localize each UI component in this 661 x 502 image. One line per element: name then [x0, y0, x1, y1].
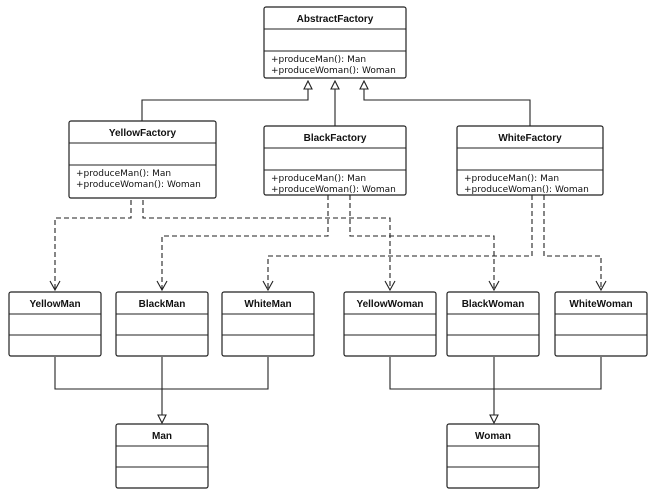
class-black-woman[interactable]: BlackWoman — [446, 291, 540, 357]
method-0: +produceMan(): Man — [464, 174, 559, 184]
inheritance-edges-factories — [141, 82, 531, 126]
method-0: +produceMan(): Man — [271, 174, 366, 184]
class-box — [263, 6, 407, 79]
class-box — [446, 423, 540, 489]
class-black-man[interactable]: BlackMan — [115, 291, 209, 357]
class-box — [221, 291, 315, 357]
class-name: BlackFactory — [304, 133, 367, 144]
class-name: Man — [152, 431, 172, 442]
class-yellow-man[interactable]: YellowMan — [8, 291, 102, 357]
class-box — [68, 120, 217, 199]
class-box — [115, 423, 209, 489]
edge-blackfactory-blackman — [156, 195, 329, 292]
class-white-factory[interactable]: WhiteFactory +produceMan(): Man+produceWo… — [456, 125, 604, 196]
class-box — [115, 291, 209, 357]
class-box — [8, 291, 102, 357]
edge-yellowfactory-abstractfactory — [141, 82, 308, 121]
edge-whitefactory-whiteman — [262, 195, 533, 292]
class-name: YellowWoman — [356, 299, 423, 310]
class-box — [456, 125, 604, 196]
class-boxes: AbstractFactory+produceMan(): Man+produc… — [8, 6, 648, 489]
method-1: +produceWoman(): Woman — [76, 180, 201, 190]
class-box — [263, 125, 407, 196]
class-name: YellowMan — [29, 299, 80, 310]
class-abstract-factory[interactable]: AbstractFactory +produceMan(): Man+produc… — [263, 6, 407, 79]
class-box — [343, 291, 437, 357]
edge-yellowman-man — [54, 357, 162, 390]
method-1: +produceWoman(): Woman — [271, 185, 396, 195]
class-black-factory[interactable]: BlackFactory +produceMan(): Man+produceWo… — [263, 125, 407, 196]
class-woman[interactable]: Woman — [446, 423, 540, 489]
edge-whitefactory-whitewoman — [543, 195, 607, 292]
method-0: +produceMan(): Man — [271, 55, 366, 65]
dependency-edges — [49, 195, 607, 292]
method-1: +produceWoman(): Woman — [464, 185, 589, 195]
method-0: +produceMan(): Man — [76, 169, 171, 179]
class-name: WhiteWoman — [569, 299, 632, 310]
class-box — [554, 291, 648, 357]
method-1: +produceWoman(): Woman — [271, 66, 396, 76]
class-name: Woman — [475, 431, 511, 442]
class-name: YellowFactory — [109, 128, 177, 139]
class-name: AbstractFactory — [297, 14, 374, 25]
class-name: BlackWoman — [462, 299, 525, 310]
edge-whitewoman-woman — [494, 357, 602, 390]
edge-yellowwoman-woman — [389, 357, 494, 390]
class-box — [446, 291, 540, 357]
class-man[interactable]: Man — [115, 423, 209, 489]
edge-blackfactory-blackwoman — [349, 195, 500, 292]
class-yellow-woman[interactable]: YellowWoman — [343, 291, 437, 357]
edge-whiteman-man — [162, 357, 269, 390]
class-name: WhiteMan — [244, 299, 291, 310]
edge-yellowfactory-yellowman — [49, 200, 132, 292]
edge-whitefactory-abstractfactory — [364, 82, 531, 126]
class-name: WhiteFactory — [498, 133, 562, 144]
edge-yellowfactory-yellowwoman — [142, 200, 396, 292]
class-white-man[interactable]: WhiteMan — [221, 291, 315, 357]
class-white-woman[interactable]: WhiteWoman — [554, 291, 648, 357]
class-yellow-factory[interactable]: YellowFactory +produceMan(): Man+produceW… — [68, 120, 217, 199]
class-name: BlackMan — [139, 299, 186, 310]
inheritance-edges-products — [54, 357, 602, 422]
